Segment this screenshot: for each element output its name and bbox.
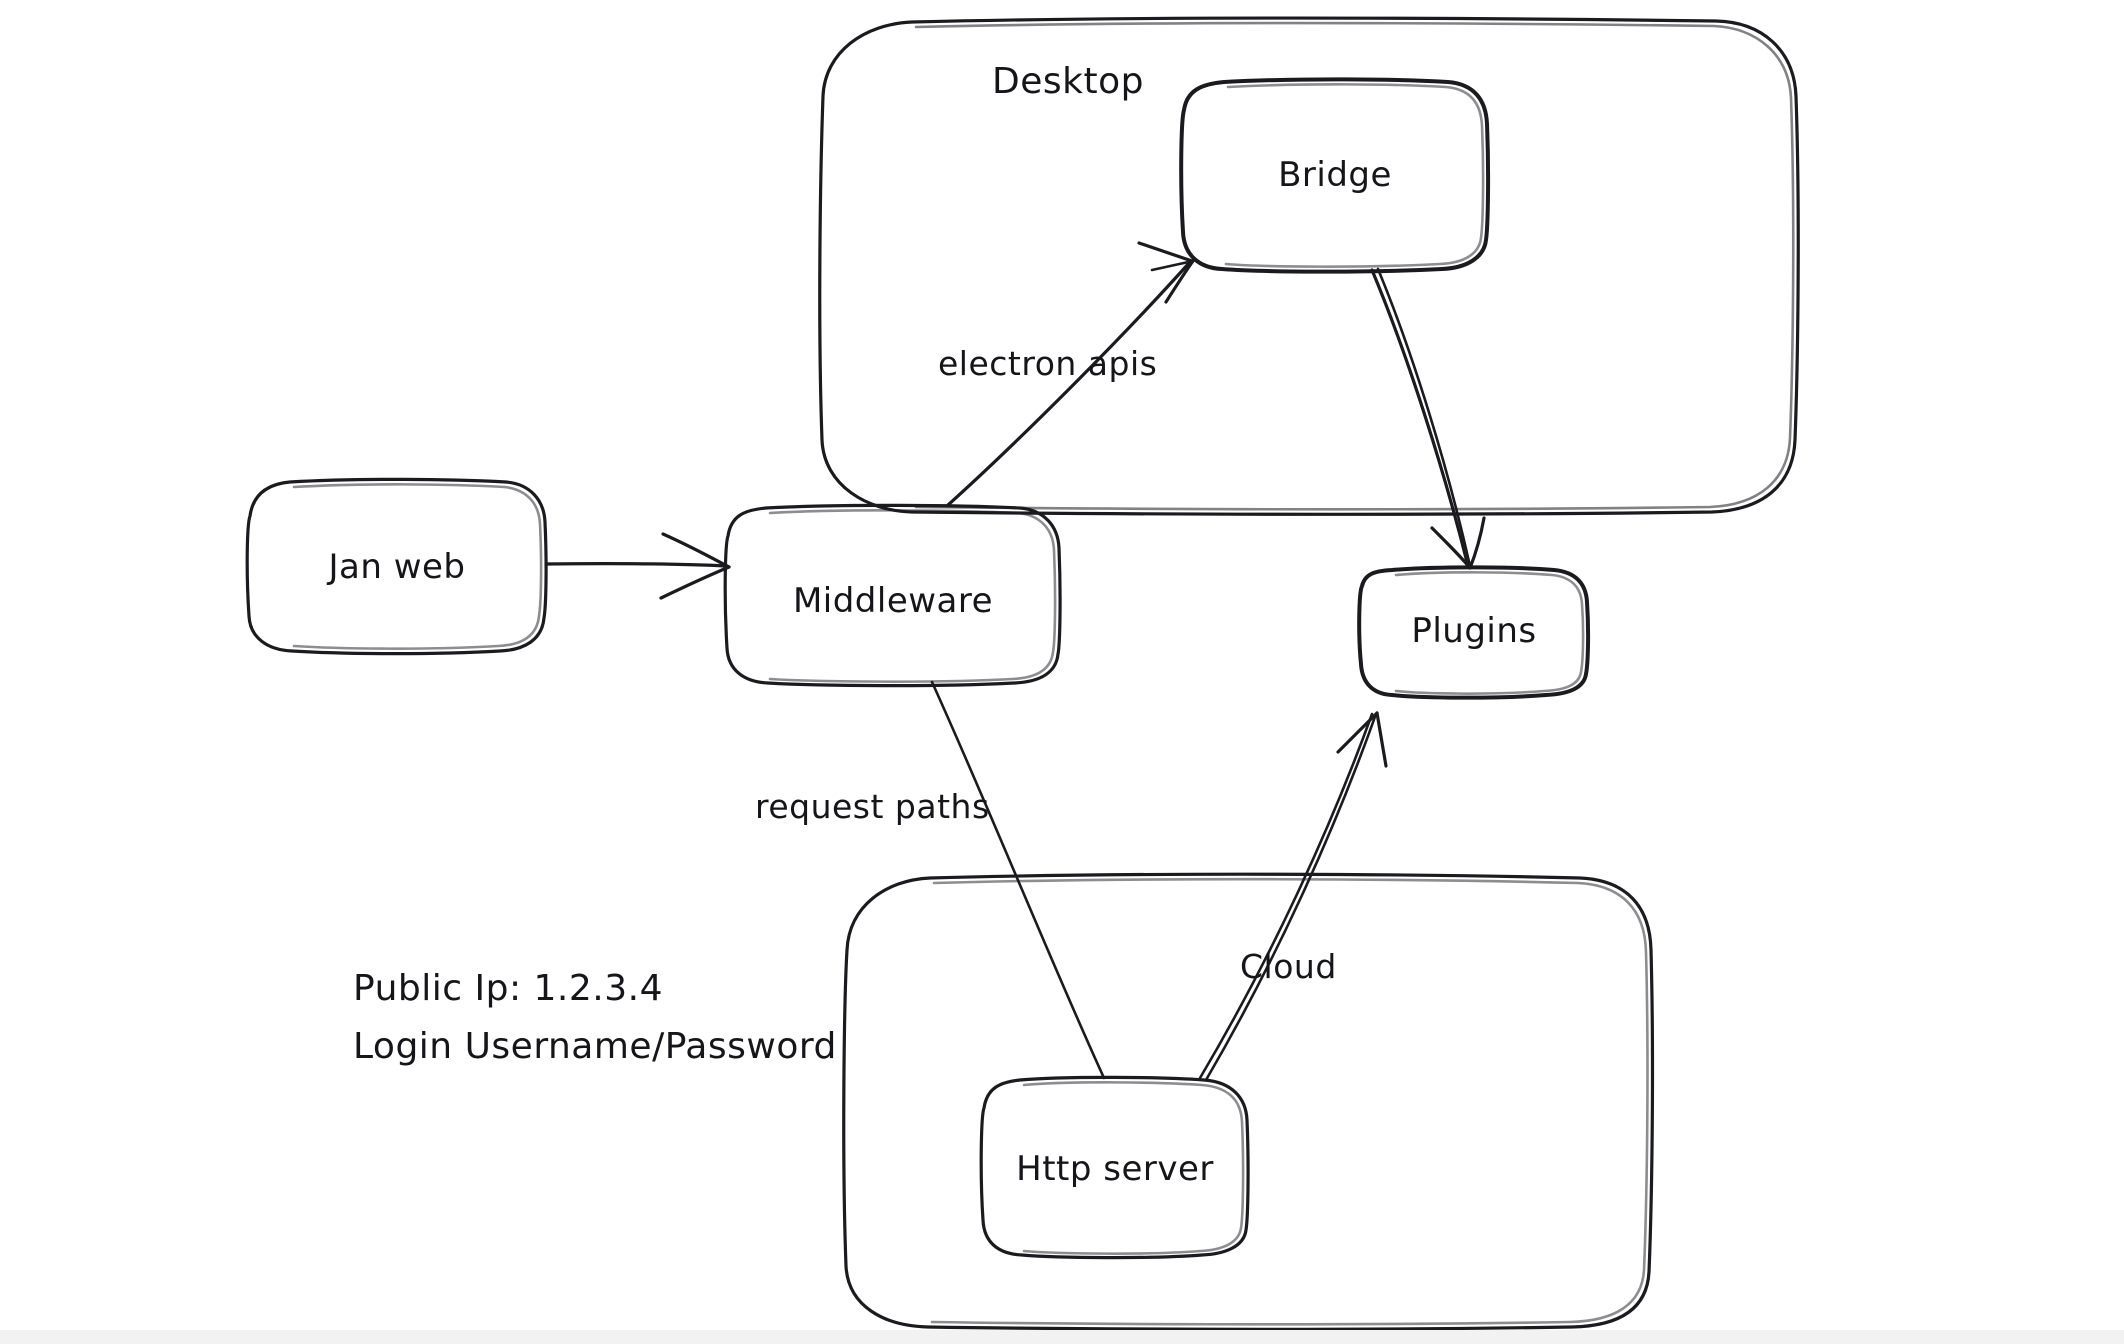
node-jan-web-label: Jan web [326,547,465,587]
node-bridge[interactable]: Bridge [1179,77,1491,274]
node-middleware[interactable]: Middleware [723,503,1062,688]
notes-block: Public Ip: 1.2.3.4 Login Username/Passwo… [353,968,837,1067]
edge-middleware-to-bridge[interactable]: electron apis [938,241,1195,507]
node-middleware-label: Middleware [793,581,993,621]
group-cloud[interactable] [842,872,1655,1331]
edge-label-cloud: Cloud [1240,947,1337,986]
node-http-server[interactable]: Http server [979,1075,1250,1260]
group-desktop[interactable]: Desktop [818,16,1800,516]
node-http-server-label: Http server [1016,1149,1214,1189]
note-public-ip: Public Ip: 1.2.3.4 [353,968,663,1009]
node-jan-web[interactable]: Jan web [245,477,548,656]
node-plugins[interactable]: Plugins [1357,565,1591,700]
edge-http-server-to-plugins[interactable]: Cloud [1198,711,1388,1082]
edge-label-electron-apis: electron apis [938,344,1157,383]
note-login-credentials: Login Username/Password [353,1026,837,1067]
bottom-edge-strip [0,1330,2124,1344]
node-plugins-label: Plugins [1411,611,1536,651]
group-desktop-label: Desktop [992,61,1144,102]
edge-janweb-to-middleware[interactable] [544,532,731,600]
edge-bridge-to-plugins[interactable] [1370,267,1486,570]
edge-label-request-paths: request paths [755,787,990,826]
edge-middleware-to-http-server[interactable]: request paths [755,680,1106,1080]
node-bridge-label: Bridge [1278,155,1392,195]
